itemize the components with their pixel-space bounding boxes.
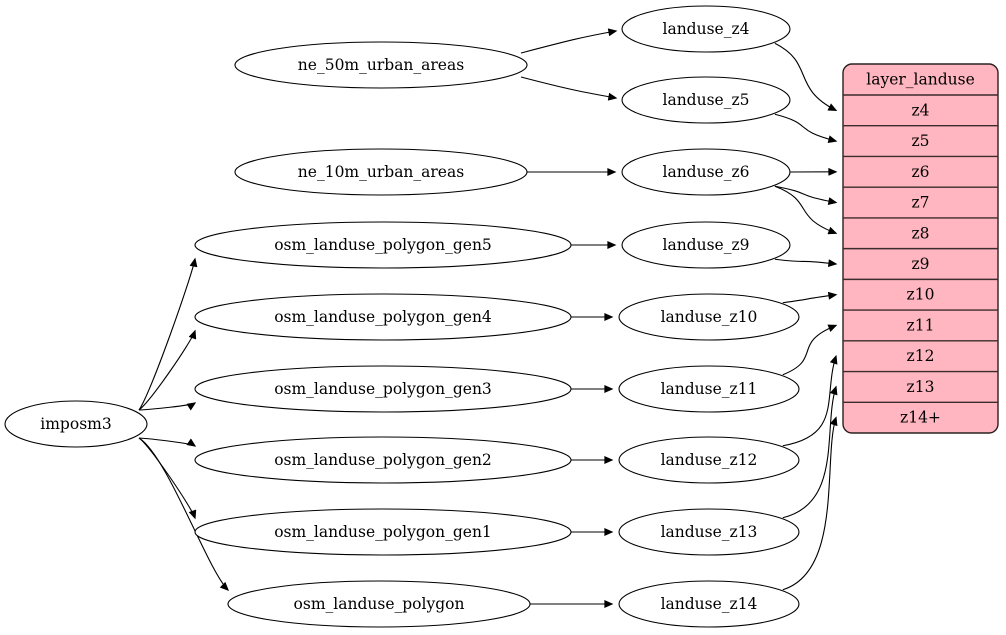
node-shape-osm_landuse_polygon_gen5 bbox=[194, 221, 572, 269]
node-label-landuse_z9: landuse_z9 bbox=[663, 236, 750, 254]
node-label-osm_landuse_polygon_gen3: osm_landuse_polygon_gen3 bbox=[274, 380, 492, 398]
node-label-ne_10m_urban_areas: ne_10m_urban_areas bbox=[298, 163, 464, 181]
table-header-layer-landuse: layer_landuse bbox=[866, 71, 975, 89]
edge-landuse_z12-to-layer_landuse-z12 bbox=[782, 356, 836, 447]
edge-landuse_z4-to-layer_landuse-z4 bbox=[774, 42, 836, 110]
nodes-layer: imposm3 ne_50m_urban_areas ne_10m_urban_ar… bbox=[4, 5, 800, 628]
node-shape-landuse_z6 bbox=[621, 148, 791, 196]
node-landuse_z9[interactable]: landuse_z9 bbox=[621, 221, 791, 269]
edge-imposm3-to-osm_landuse_polygon_gen5 bbox=[138, 259, 195, 411]
node-shape-osm_landuse_polygon_gen1 bbox=[194, 508, 572, 556]
node-label-osm_landuse_polygon_gen2: osm_landuse_polygon_gen2 bbox=[274, 451, 492, 469]
table-cell-label: z9 bbox=[911, 255, 929, 273]
table-row-z12[interactable]: z12 bbox=[907, 347, 935, 365]
table-cell-label: z14+ bbox=[900, 409, 941, 427]
table-row-z5[interactable]: z5 bbox=[911, 132, 929, 150]
node-shape-osm_landuse_polygon_gen3 bbox=[194, 365, 572, 413]
table-row-z4[interactable]: z4 bbox=[911, 101, 929, 119]
edge-landuse_z13-to-layer_landuse-z13 bbox=[782, 387, 836, 519]
node-shape-landuse_z9 bbox=[621, 221, 791, 269]
node-osm_landuse_polygon_gen2[interactable]: osm_landuse_polygon_gen2 bbox=[194, 436, 572, 484]
node-label-osm_landuse_polygon_gen1: osm_landuse_polygon_gen1 bbox=[274, 523, 492, 541]
node-label-ne_50m_urban_areas: ne_50m_urban_areas bbox=[298, 56, 464, 74]
edge-landuse_z9-to-layer_landuse-z9 bbox=[774, 258, 836, 264]
node-shape-landuse_z10 bbox=[618, 293, 800, 341]
node-landuse_z5[interactable]: landuse_z5 bbox=[621, 76, 791, 124]
node-shape-osm_landuse_polygon_gen2 bbox=[194, 436, 572, 484]
edge-imposm3-to-osm_landuse_polygon_gen2 bbox=[138, 437, 195, 446]
node-landuse_z10[interactable]: landuse_z10 bbox=[618, 293, 800, 341]
node-label-landuse_z13: landuse_z13 bbox=[661, 523, 758, 541]
edge-landuse_z11-to-layer_landuse-z11 bbox=[782, 325, 836, 376]
table-cell-label: z5 bbox=[911, 132, 929, 150]
table-cell-label: z11 bbox=[907, 316, 935, 334]
table-node-layer-landuse: layer_landuse z4 z5 z6 z7 z8 z9 z10 z11 z12 z13 z14… bbox=[842, 63, 999, 434]
table-cell-label: z13 bbox=[907, 378, 935, 396]
node-shape-landuse_z14 bbox=[618, 580, 800, 628]
node-shape-landuse_z12 bbox=[618, 436, 800, 484]
node-shape-landuse_z11 bbox=[618, 365, 800, 413]
table-row-z14+[interactable]: z14+ bbox=[900, 409, 941, 427]
node-label-landuse_z10: landuse_z10 bbox=[661, 308, 758, 326]
edges-layer bbox=[138, 31, 836, 604]
table-row-z13[interactable]: z13 bbox=[907, 378, 935, 396]
node-shape-imposm3 bbox=[4, 400, 148, 448]
node-label-imposm3: imposm3 bbox=[40, 415, 111, 433]
node-landuse_z11[interactable]: landuse_z11 bbox=[618, 365, 800, 413]
table-row-z6[interactable]: z6 bbox=[911, 163, 929, 181]
node-osm_landuse_polygon_gen4[interactable]: osm_landuse_polygon_gen4 bbox=[194, 293, 572, 341]
table-cell-label: z6 bbox=[911, 163, 929, 181]
table-row-z10[interactable]: z10 bbox=[907, 286, 935, 304]
node-label-osm_landuse_polygon_gen5: osm_landuse_polygon_gen5 bbox=[274, 236, 492, 254]
edge-imposm3-to-osm_landuse_polygon_gen1 bbox=[138, 437, 195, 518]
edge-landuse_z6-to-layer_landuse-z7 bbox=[774, 185, 836, 202]
edge-landuse_z10-to-layer_landuse-z10 bbox=[782, 295, 836, 304]
node-label-landuse_z14: landuse_z14 bbox=[661, 595, 758, 613]
node-landuse_z13[interactable]: landuse_z13 bbox=[618, 508, 800, 556]
node-shape-osm_landuse_polygon bbox=[227, 580, 531, 628]
node-label-landuse_z12: landuse_z12 bbox=[661, 451, 758, 469]
table-row-z11[interactable]: z11 bbox=[907, 316, 935, 334]
edge-ne_50m_urban_areas-to-landuse_z4 bbox=[520, 31, 616, 54]
node-osm_landuse_polygon_gen5[interactable]: osm_landuse_polygon_gen5 bbox=[194, 221, 572, 269]
node-landuse_z14[interactable]: landuse_z14 bbox=[618, 580, 800, 628]
node-osm_landuse_polygon[interactable]: osm_landuse_polygon bbox=[227, 580, 531, 628]
node-label-osm_landuse_polygon: osm_landuse_polygon bbox=[294, 595, 465, 613]
node-label-landuse_z6: landuse_z6 bbox=[663, 163, 750, 181]
node-ne_10m_urban_areas[interactable]: ne_10m_urban_areas bbox=[234, 148, 528, 196]
node-shape-landuse_z13 bbox=[618, 508, 800, 556]
node-imposm3[interactable]: imposm3 bbox=[4, 400, 148, 448]
table-cell-label: z10 bbox=[907, 286, 935, 304]
edge-landuse_z6-to-layer_landuse-z8 bbox=[774, 185, 836, 233]
table-row-z8[interactable]: z8 bbox=[911, 224, 929, 242]
node-label-landuse_z11: landuse_z11 bbox=[661, 380, 758, 398]
table-row-z7[interactable]: z7 bbox=[911, 194, 929, 212]
node-ne_50m_urban_areas[interactable]: ne_50m_urban_areas bbox=[234, 41, 528, 89]
node-shape-landuse_z4 bbox=[621, 5, 791, 53]
edge-landuse_z14-to-layer_landuse-z14+ bbox=[782, 418, 836, 591]
node-landuse_z6[interactable]: landuse_z6 bbox=[621, 148, 791, 196]
edge-imposm3-to-osm_landuse_polygon_gen3 bbox=[138, 403, 195, 411]
table-row-z9[interactable]: z9 bbox=[911, 255, 929, 273]
node-shape-ne_50m_urban_areas bbox=[234, 41, 528, 89]
node-label-landuse_z5: landuse_z5 bbox=[663, 91, 750, 109]
node-landuse_z4[interactable]: landuse_z4 bbox=[621, 5, 791, 53]
edge-imposm3-to-osm_landuse_polygon_gen4 bbox=[138, 331, 195, 411]
edge-imposm3-to-osm_landuse_polygon bbox=[138, 437, 228, 590]
node-shape-osm_landuse_polygon_gen4 bbox=[194, 293, 572, 341]
node-osm_landuse_polygon_gen3[interactable]: osm_landuse_polygon_gen3 bbox=[194, 365, 572, 413]
node-shape-ne_10m_urban_areas bbox=[234, 148, 528, 196]
node-shape-landuse_z5 bbox=[621, 76, 791, 124]
table-cell-label: z4 bbox=[911, 101, 929, 119]
edge-landuse_z5-to-layer_landuse-z5 bbox=[774, 113, 836, 141]
table-cell-label: z7 bbox=[911, 194, 929, 212]
edge-ne_50m_urban_areas-to-landuse_z5 bbox=[520, 76, 616, 98]
node-label-landuse_z4: landuse_z4 bbox=[663, 20, 750, 38]
node-osm_landuse_polygon_gen1[interactable]: osm_landuse_polygon_gen1 bbox=[194, 508, 572, 556]
table-cell-label: z12 bbox=[907, 347, 935, 365]
node-landuse_z12[interactable]: landuse_z12 bbox=[618, 436, 800, 484]
table-cell-label: z8 bbox=[911, 224, 929, 242]
node-label-osm_landuse_polygon_gen4: osm_landuse_polygon_gen4 bbox=[274, 308, 492, 326]
